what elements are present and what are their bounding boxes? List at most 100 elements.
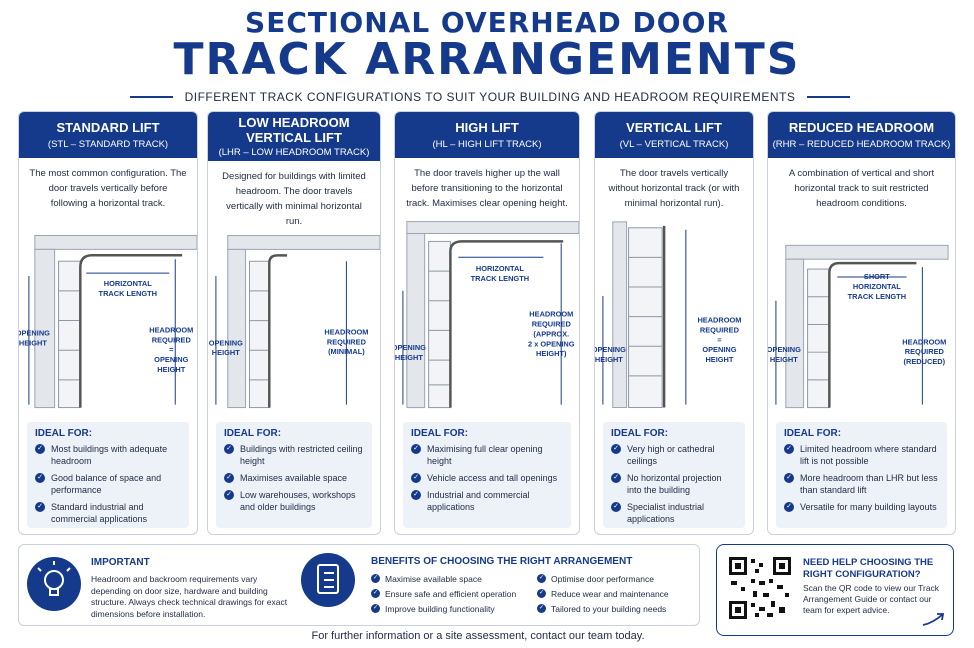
ideal-item: ✓Buildings with restricted ceiling heigh… xyxy=(224,443,364,467)
label-opening-1: OPENING xyxy=(209,338,243,347)
ideal-item: ✓Very high or cathedral ceilings xyxy=(611,443,737,467)
check-icon: ✓ xyxy=(411,473,421,483)
panel-description: The door travels vertically without hori… xyxy=(608,168,740,209)
check-icon: ✓ xyxy=(224,444,234,454)
check-icon: ✓ xyxy=(611,502,621,512)
label-opening-1: OPENING xyxy=(768,345,801,354)
ideal-item: ✓Good balance of space and performance xyxy=(35,472,181,496)
ideal-item: ✓Low warehouses, workshops and older bui… xyxy=(224,489,364,513)
check-icon: ✓ xyxy=(537,589,546,598)
panel-code: (STL – STANDARD TRACK) xyxy=(47,139,169,150)
low-headroom-diagram: OPENING HEIGHT HEADROOM REQUIRED (MINIMA… xyxy=(209,235,380,409)
subtitle-row: DIFFERENT TRACK CONFIGURATIONS TO SUIT Y… xyxy=(130,88,851,106)
ideal-for-box: IDEAL FOR: ✓Very high or cathedral ceili… xyxy=(603,422,745,528)
check-icon: ✓ xyxy=(537,604,546,613)
subtitle-rule-left xyxy=(130,96,173,98)
panel-description: Designed for buildings with limited head… xyxy=(222,171,366,227)
ideal-item: ✓Specialist industrial applications xyxy=(611,501,737,525)
ideal-for-box: IDEAL FOR: ✓Most buildings with adequate… xyxy=(27,422,189,528)
panel-title: VERTICAL LIFT xyxy=(626,120,722,135)
panel-title: REDUCED HEADROOM xyxy=(788,120,935,135)
label-opening-2: HEIGHT xyxy=(595,355,623,364)
subtitle-rule-right xyxy=(807,96,851,98)
check-icon: ✓ xyxy=(35,502,45,512)
ideal-item: ✓Limited headroom where standard lift is… xyxy=(784,443,939,467)
ideal-item: ✓Versatile for many building layouts xyxy=(784,501,939,513)
label-headroom-4: OPENING xyxy=(702,345,736,354)
important-title: IMPORTANT xyxy=(91,557,150,568)
check-icon: ✓ xyxy=(371,589,380,598)
label-headroom-4: OPENING xyxy=(154,355,188,364)
label-horizontal-2: TRACK LENGTH xyxy=(99,289,157,298)
panel-reduced-headroom: REDUCED HEADROOM (RHR – REDUCED HEADROOM… xyxy=(767,111,956,535)
check-icon: ✓ xyxy=(35,444,45,454)
benefit-item: ✓Ensure safe and efficient operation xyxy=(371,589,517,599)
track xyxy=(79,254,183,408)
label-headroom-1: HEADROOM xyxy=(149,325,193,334)
check-icon: ✓ xyxy=(784,502,794,512)
label-headroom-5: HEIGHT xyxy=(157,365,185,374)
panel-code: (VL – VERTICAL TRACK) xyxy=(619,139,729,150)
label-opening-2: HEIGHT xyxy=(19,338,47,347)
panel-header: VERTICAL LIFT (VL – VERTICAL TRACK) xyxy=(595,112,753,158)
panel-header: REDUCED HEADROOM (RHR – REDUCED HEADROOM… xyxy=(768,112,955,158)
panel-title: HIGH LIFT xyxy=(455,120,519,135)
check-icon: ✓ xyxy=(224,490,234,500)
panel-standard-lift: STANDARD LIFT (STL – STANDARD TRACK) The… xyxy=(18,111,198,535)
benefit-item: ✓Maximise available space xyxy=(371,574,482,584)
arrow-icon xyxy=(922,613,945,626)
label-opening-2: HEIGHT xyxy=(770,355,798,364)
panel-description: A combination of vertical and short hori… xyxy=(788,168,935,209)
panel-code: (HL – HIGH LIFT TRACK) xyxy=(432,139,542,150)
label-headroom-2: REQUIRED xyxy=(152,335,192,344)
standard-lift-diagram: HORIZONTAL TRACK LENGTH OPENING HEIGHT H… xyxy=(19,235,197,409)
panel-vertical-lift: VERTICAL LIFT (VL – VERTICAL TRACK) The … xyxy=(594,111,754,535)
door-panels xyxy=(58,260,81,409)
reduced-headroom-diagram: SHORT HORIZONTAL TRACK LENGTH OPENING HE… xyxy=(768,244,949,409)
panel-header: HIGH LIFT (HL – HIGH LIFT TRACK) xyxy=(395,112,579,158)
ideal-title: IDEAL FOR: xyxy=(35,428,93,439)
ideal-item: ✓Vehicle access and tall openings xyxy=(411,472,563,484)
ideal-item: ✓Standard industrial and commercial appl… xyxy=(35,501,181,525)
title-line-2: TRACK ARRANGEMENTS xyxy=(173,34,801,85)
check-icon: ✓ xyxy=(371,574,380,583)
ideal-title: IDEAL FOR: xyxy=(411,428,469,439)
label-opening-1: OPENING xyxy=(19,328,50,337)
label-horizontal-2: HORIZONTAL xyxy=(853,282,901,291)
benefit-item: ✓Improve building functionality xyxy=(371,604,495,614)
ideal-item: ✓No horizontal projection into the build… xyxy=(611,472,737,496)
label-headroom-2: REQUIRED xyxy=(532,319,572,328)
panel-description: The door travels higher up the wall befo… xyxy=(406,168,568,209)
label-headroom-1: HEADROOM xyxy=(697,316,741,325)
check-icon: ✓ xyxy=(411,490,421,500)
lightbulb-icon xyxy=(27,557,81,611)
benefit-item: ✓Tailored to your building needs xyxy=(537,604,667,614)
benefit-item: ✓Reduce wear and maintenance xyxy=(537,589,669,599)
high-lift-diagram: HORIZONTAL TRACK LENGTH OPENING HEIGHT H… xyxy=(395,221,579,409)
label-horizontal-1: HORIZONTAL xyxy=(104,279,152,288)
label-headroom-5: HEIGHT) xyxy=(536,349,567,358)
panel-title-line-2: VERTICAL LIFT xyxy=(246,130,342,145)
info-bar: IMPORTANT Headroom and backroom requirem… xyxy=(18,544,700,626)
ideal-for-box: IDEAL FOR: ✓Buildings with restricted ce… xyxy=(216,422,372,528)
label-opening-2: HEIGHT xyxy=(395,353,423,362)
label-headroom-3: = xyxy=(717,335,722,344)
panel-header: STANDARD LIFT (STL – STANDARD TRACK) xyxy=(19,112,197,158)
label-opening-1: OPENING xyxy=(595,345,626,354)
panel-low-headroom: LOW HEADROOM VERTICAL LIFT (LHR – LOW HE… xyxy=(207,111,381,535)
label-headroom-1: HEADROOM xyxy=(902,337,946,346)
check-icon: ✓ xyxy=(371,604,380,613)
ideal-item: ✓More headroom than LHR but less than st… xyxy=(784,472,939,496)
panel-description: The most common configuration. The door … xyxy=(29,168,187,209)
help-text: Scan the QR code to view our Track Arran… xyxy=(803,583,940,615)
label-opening-2: HEIGHT xyxy=(212,348,240,357)
check-icon: ✓ xyxy=(611,473,621,483)
label-headroom-2: REQUIRED xyxy=(327,337,367,346)
important-text: Headroom and backroom requirements vary … xyxy=(91,574,288,619)
ideal-title: IDEAL FOR: xyxy=(784,428,842,439)
label-headroom-3: = xyxy=(169,345,174,354)
ideal-item: ✓Most buildings with adequate headroom xyxy=(35,443,181,467)
ideal-item: ✓Maximises available space xyxy=(224,472,364,484)
qr-code-icon[interactable] xyxy=(727,555,793,621)
ceiling-beam xyxy=(34,235,197,250)
